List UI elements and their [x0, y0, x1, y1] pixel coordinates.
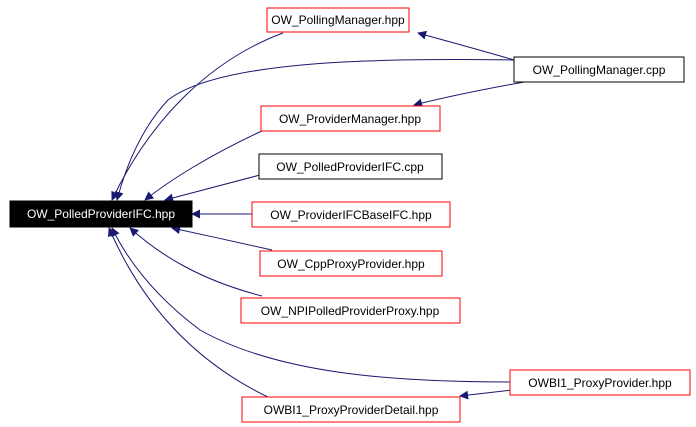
- node-provider-manager-hpp[interactable]: OW_ProviderManager.hpp: [260, 105, 441, 132]
- node-polling-manager-hpp[interactable]: OW_PollingManager.hpp: [266, 7, 410, 33]
- node-polling-manager-cpp-label: OW_PollingManager.cpp: [533, 63, 666, 77]
- node-polling-manager-hpp-label: OW_PollingManager.hpp: [271, 13, 405, 27]
- node-npi-polled-provider-proxy-hpp[interactable]: OW_NPIPolledProviderProxy.hpp: [240, 297, 461, 324]
- node-polling-manager-cpp[interactable]: OW_PollingManager.cpp: [513, 56, 685, 83]
- node-provider-ifc-base-ifc-hpp[interactable]: OW_ProviderIFCBaseIFC.hpp: [251, 201, 451, 228]
- node-polled-provider-ifc-cpp-label: OW_PolledProviderIFC.cpp: [276, 160, 424, 174]
- node-root[interactable]: OW_PolledProviderIFC.hpp: [9, 200, 193, 228]
- edge-layer: [108, 30, 531, 400]
- node-owbi1-proxy-provider-hpp[interactable]: OWBI1_ProxyProvider.hpp: [509, 369, 691, 396]
- node-root-label: OW_PolledProviderIFC.hpp: [27, 207, 175, 221]
- node-cpp-proxy-provider-hpp-label: OW_CppProxyProvider.hpp: [277, 257, 425, 271]
- edge-polling-manager-cpp-to-polling-manager-hpp: [417, 30, 515, 61]
- edge-polling-manager-cpp-to-root: [114, 58, 515, 201]
- edge-provider-manager-hpp-to-root: [144, 129, 265, 201]
- edge-owbi1-proxy-provider-detail-hpp-to-root: [108, 227, 271, 399]
- edge-owbi1-proxy-provider-hpp-to-owbi1-proxy-provider-detail-hpp: [459, 389, 513, 400]
- node-cpp-proxy-provider-hpp[interactable]: OW_CppProxyProvider.hpp: [259, 250, 443, 277]
- edge-polling-manager-hpp-to-root: [111, 32, 284, 201]
- edge-npi-polled-provider-proxy-hpp-to-root: [129, 227, 263, 297]
- edge-owbi1-proxy-provider-hpp-to-root: [111, 227, 511, 383]
- node-polled-provider-ifc-cpp[interactable]: OW_PolledProviderIFC.cpp: [258, 153, 443, 180]
- edge-polled-provider-ifc-cpp-to-root: [164, 174, 261, 203]
- node-layer: OW_PolledProviderIFC.hpp OW_PollingManag…: [9, 7, 691, 423]
- node-npi-polled-provider-proxy-hpp-label: OW_NPIPolledProviderProxy.hpp: [261, 304, 440, 318]
- node-provider-manager-hpp-label: OW_ProviderManager.hpp: [279, 112, 421, 126]
- node-provider-ifc-base-ifc-hpp-label: OW_ProviderIFCBaseIFC.hpp: [270, 208, 432, 222]
- node-owbi1-proxy-provider-detail-hpp[interactable]: OWBI1_ProxyProviderDetail.hpp: [241, 396, 461, 423]
- node-owbi1-proxy-provider-hpp-label: OWBI1_ProxyProvider.hpp: [528, 376, 672, 390]
- edge-cpp-proxy-provider-hpp-to-root: [171, 225, 273, 251]
- edge-polling-manager-cpp-to-provider-manager-hpp: [413, 80, 531, 108]
- node-owbi1-proxy-provider-detail-hpp-label: OWBI1_ProxyProviderDetail.hpp: [264, 403, 439, 417]
